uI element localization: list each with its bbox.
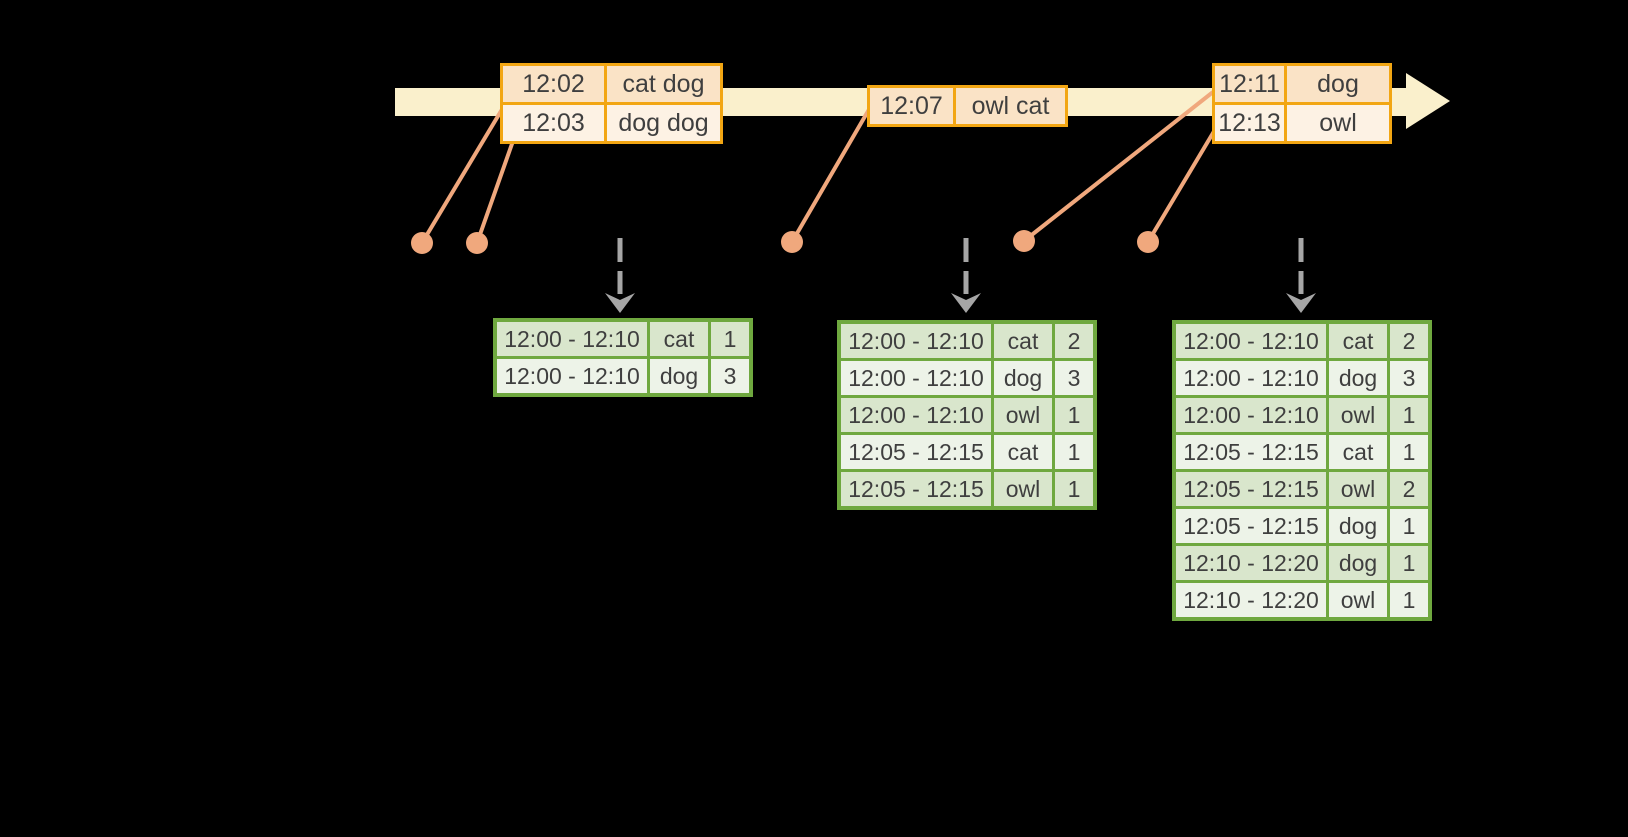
count-cell: 1: [711, 322, 749, 356]
count-cell: 3: [1390, 361, 1428, 395]
count-cell: 2: [1390, 472, 1428, 506]
word-cell: cat: [994, 435, 1052, 469]
event-connector-line: [1146, 126, 1218, 244]
window-cell: 12:00 - 12:10: [1176, 361, 1326, 395]
window-cell: 12:10 - 12:20: [1176, 583, 1326, 617]
event-words-cell: owl: [1287, 105, 1389, 141]
window-cell: 12:05 - 12:15: [1176, 435, 1326, 469]
count-cell: 2: [1390, 324, 1428, 358]
count-cell: 1: [1055, 435, 1093, 469]
trigger-arrow-head-icon: [951, 293, 981, 313]
word-cell: cat: [1329, 435, 1387, 469]
count-cell: 1: [1390, 398, 1428, 432]
event-dot: [781, 231, 803, 253]
event-dot: [1137, 231, 1159, 253]
window-cell: 12:00 - 12:10: [497, 322, 647, 356]
window-cell: 12:00 - 12:10: [1176, 398, 1326, 432]
event-time-cell: 12:02: [503, 66, 604, 102]
word-cell: dog: [994, 361, 1052, 395]
count-cell: 1: [1055, 398, 1093, 432]
word-cell: dog: [1329, 361, 1387, 395]
window-cell: 12:10 - 12:20: [1176, 546, 1326, 580]
window-cell: 12:00 - 12:10: [1176, 324, 1326, 358]
event-words-cell: cat dog: [607, 66, 720, 102]
word-cell: dog: [650, 359, 708, 393]
count-cell: 3: [1055, 361, 1093, 395]
event-dot: [1013, 230, 1035, 252]
result-table-1: 12:00 - 12:10 cat 1 12:00 - 12:10 dog 3: [493, 318, 753, 397]
event-words-cell: owl cat: [956, 88, 1065, 124]
event-table-3: 12:11 dog 12:13 owl: [1212, 63, 1392, 144]
trigger-arrow-head-icon: [1286, 293, 1316, 313]
word-cell: cat: [650, 322, 708, 356]
event-table-2: 12:07 owl cat: [867, 85, 1068, 127]
event-words-cell: dog dog: [607, 105, 720, 141]
event-table-1: 12:02 cat dog 12:03 dog dog: [500, 63, 723, 144]
word-cell: owl: [1329, 583, 1387, 617]
word-cell: dog: [1329, 509, 1387, 543]
count-cell: 1: [1390, 546, 1428, 580]
word-cell: cat: [994, 324, 1052, 358]
window-cell: 12:05 - 12:15: [841, 472, 991, 506]
window-cell: 12:00 - 12:10: [841, 398, 991, 432]
count-cell: 1: [1390, 509, 1428, 543]
count-cell: 1: [1390, 435, 1428, 469]
event-dot: [411, 232, 433, 254]
window-cell: 12:00 - 12:10: [841, 324, 991, 358]
event-words-cell: dog: [1287, 66, 1389, 102]
window-cell: 12:05 - 12:15: [841, 435, 991, 469]
word-cell: cat: [1329, 324, 1387, 358]
event-time-cell: 12:11: [1215, 66, 1284, 102]
result-table-3: 12:00 - 12:10 cat 2 12:00 - 12:10 dog 3 …: [1172, 320, 1432, 621]
word-cell: owl: [1329, 472, 1387, 506]
count-cell: 2: [1055, 324, 1093, 358]
count-cell: 1: [1055, 472, 1093, 506]
window-cell: 12:00 - 12:10: [497, 359, 647, 393]
timeline-arrowhead-icon: [1406, 73, 1450, 129]
window-cell: 12:05 - 12:15: [1176, 472, 1326, 506]
window-cell: 12:00 - 12:10: [841, 361, 991, 395]
word-cell: owl: [994, 398, 1052, 432]
window-cell: 12:05 - 12:15: [1176, 509, 1326, 543]
event-time-cell: 12:03: [503, 105, 604, 141]
result-table-2: 12:00 - 12:10 cat 2 12:00 - 12:10 dog 3 …: [837, 320, 1097, 510]
event-time-cell: 12:13: [1215, 105, 1284, 141]
count-cell: 1: [1390, 583, 1428, 617]
event-time-cell: 12:07: [870, 88, 953, 124]
word-cell: owl: [1329, 398, 1387, 432]
trigger-arrow-head-icon: [605, 293, 635, 313]
event-connector-line: [790, 104, 873, 244]
word-cell: dog: [1329, 546, 1387, 580]
count-cell: 3: [711, 359, 749, 393]
event-dot: [466, 232, 488, 254]
word-cell: owl: [994, 472, 1052, 506]
